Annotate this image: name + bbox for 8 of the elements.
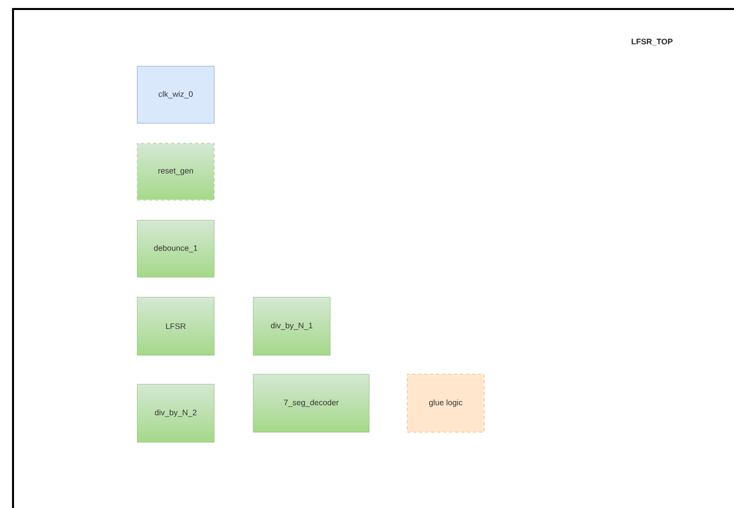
block-box: debounce_1 — [137, 220, 214, 278]
block-box: glue logic — [407, 374, 484, 432]
block-box: 7_seg_decoder — [253, 374, 370, 432]
block-box: clk_wiz_0 — [137, 66, 214, 124]
block-box: reset_gen — [137, 143, 214, 200]
block-box: LFSR — [137, 297, 214, 356]
block-box: div_by_N_1 — [253, 297, 330, 356]
block-box: div_by_N_2 — [137, 384, 214, 442]
